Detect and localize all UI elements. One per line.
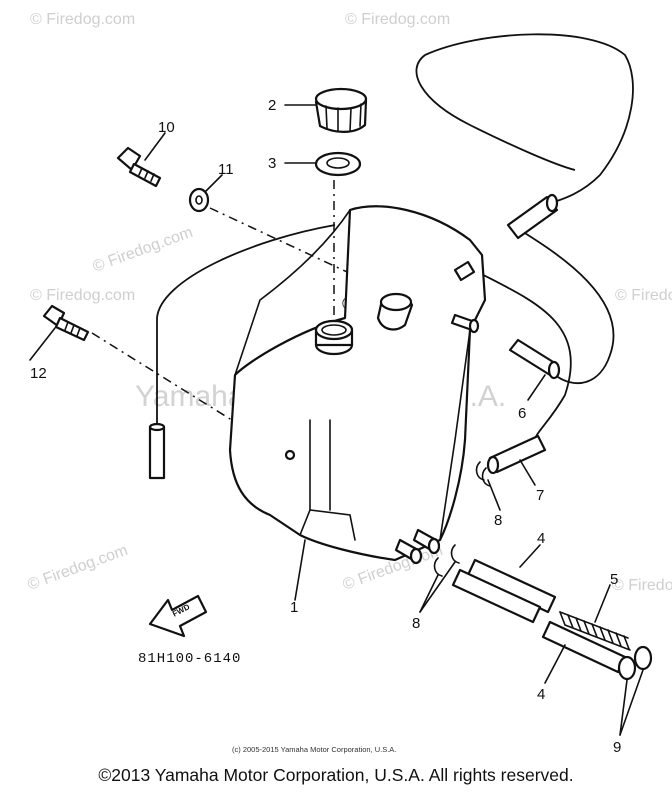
hose-clips: [433, 461, 491, 577]
watermark-site: © Firedog.com: [615, 287, 672, 304]
bolt-lower: [42, 304, 90, 342]
watermark-site: © Firedog.com: [612, 577, 672, 594]
vent-hose-lower: [469, 229, 615, 446]
hose-clamps: [617, 645, 653, 681]
long-hoses: [451, 558, 627, 674]
oil-tank: [228, 205, 487, 562]
callout-1: 1: [290, 599, 298, 616]
callout-7: 7: [536, 487, 544, 504]
hose-sleeves: [148, 193, 561, 480]
small-copyright: (c) 2005-2015 Yamaha Motor Corporation, …: [232, 745, 396, 754]
callout-3: 3: [268, 155, 276, 172]
watermark-site: © Firedog.com: [26, 542, 131, 594]
footer-copyright: ©2013 Yamaha Motor Corporation, U.S.A. A…: [98, 765, 574, 785]
tank-fittings: [394, 260, 480, 565]
callout-2: 2: [268, 97, 276, 114]
tank-elbow: [376, 292, 414, 331]
drain-hose-left: [156, 224, 336, 425]
watermark-site: © Firedog.com: [30, 11, 135, 28]
callout-9: 9: [613, 739, 621, 756]
hose-lines: [156, 33, 634, 446]
filler-neck: [314, 319, 354, 356]
bolt-upper: [116, 146, 162, 188]
callout-10: 10: [158, 119, 175, 136]
fwd-arrow: FWD: [148, 594, 208, 638]
drawing-code: 81H100-6140: [138, 651, 241, 667]
callout-8-lower: 8: [412, 615, 420, 632]
watermark-site: © Firedog.com: [30, 287, 135, 304]
filler-cap: [314, 87, 368, 133]
callout-labels: 1 2 3 4 4 5 6 7 8 8 9 10 11 12: [30, 97, 621, 756]
watermark-site: © Firedog.com: [345, 11, 450, 28]
callout-8-upper: 8: [494, 512, 502, 529]
spring: [559, 611, 631, 651]
callout-12: 12: [30, 365, 47, 382]
callout-6: 6: [518, 405, 526, 422]
callout-11: 11: [218, 161, 234, 178]
vent-hose-upper: [415, 33, 634, 206]
callout-4-upper: 4: [537, 530, 545, 547]
callout-5: 5: [610, 571, 618, 588]
callout-4-lower: 4: [537, 686, 545, 703]
watermark-site: © Firedog.com: [91, 224, 196, 276]
washer: [188, 187, 210, 213]
leader-lines: [29, 104, 644, 736]
cap-gasket: [314, 151, 362, 177]
